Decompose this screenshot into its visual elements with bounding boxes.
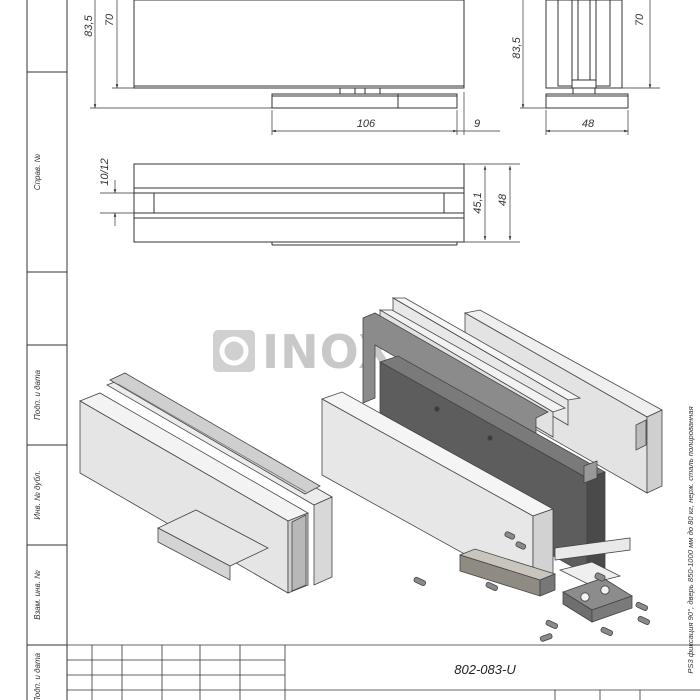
- dim-side-total-height: 83,5: [511, 36, 523, 58]
- sprav-no-label: Справ. №: [33, 153, 42, 190]
- sheet-frame: [26, 0, 68, 700]
- dim-side-base-width: 48: [582, 118, 595, 130]
- title-block: [67, 644, 700, 700]
- dim-plan-inner: 45,1: [472, 192, 484, 213]
- dim-front-inner-height: 70: [104, 13, 116, 26]
- dim-plan-total: 48: [497, 193, 509, 206]
- dim-front-base-offset: 9: [474, 118, 480, 130]
- plan-view-dimensions: [100, 163, 520, 243]
- dim-front-total-height: 83,5: [83, 14, 95, 36]
- front-view-dimensions: [90, 0, 500, 135]
- vzam-inv-label: Взам. инв. №: [33, 570, 42, 620]
- podp-data-label-1: Подп. и дата: [33, 369, 42, 420]
- podp-data-label-2: Подп. и дата: [33, 652, 42, 700]
- inv-dubl-label: Инв. № дубл.: [33, 470, 42, 519]
- part-number: 802-083-U: [454, 662, 516, 677]
- front-view: [133, 0, 465, 109]
- dim-side-inner-height: 70: [634, 13, 646, 26]
- dim-front-base-length: 106: [357, 118, 376, 130]
- dim-plan-glass-gap: 10/12: [99, 158, 111, 186]
- side-stamp: Справ. № Подп. и дата Инв. № дубл. Взам.…: [33, 153, 42, 700]
- exploded-isometric-view: [321, 297, 663, 642]
- side-view: [545, 0, 629, 109]
- part-description: PS3 фиксация 90°, дверь 850-1000 мм до 8…: [686, 406, 695, 673]
- side-view-dimensions: [520, 0, 660, 135]
- watermark-logo-icon: [213, 330, 255, 372]
- plan-view: [133, 163, 465, 246]
- assembled-isometric-view: [79, 372, 333, 594]
